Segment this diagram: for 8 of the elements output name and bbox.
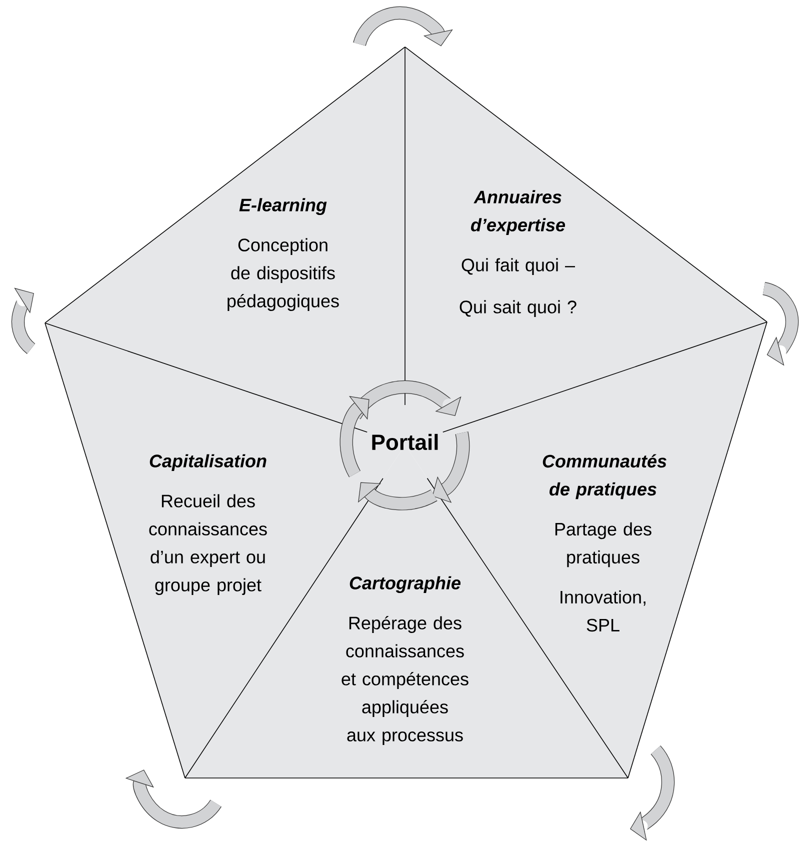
node-label: Qui sait quoi ? [460, 300, 576, 317]
node-label: Qui fait quoi – [462, 258, 575, 275]
node-label: Annuaires d’expertise [471, 190, 566, 235]
curved-arrow [432, 432, 470, 503]
curved-arrow [340, 396, 370, 477]
node-label: E-learning [239, 198, 327, 215]
curved-arrow [358, 482, 437, 510]
node-label: Conception de dispositifs pédagogiques [228, 238, 339, 311]
